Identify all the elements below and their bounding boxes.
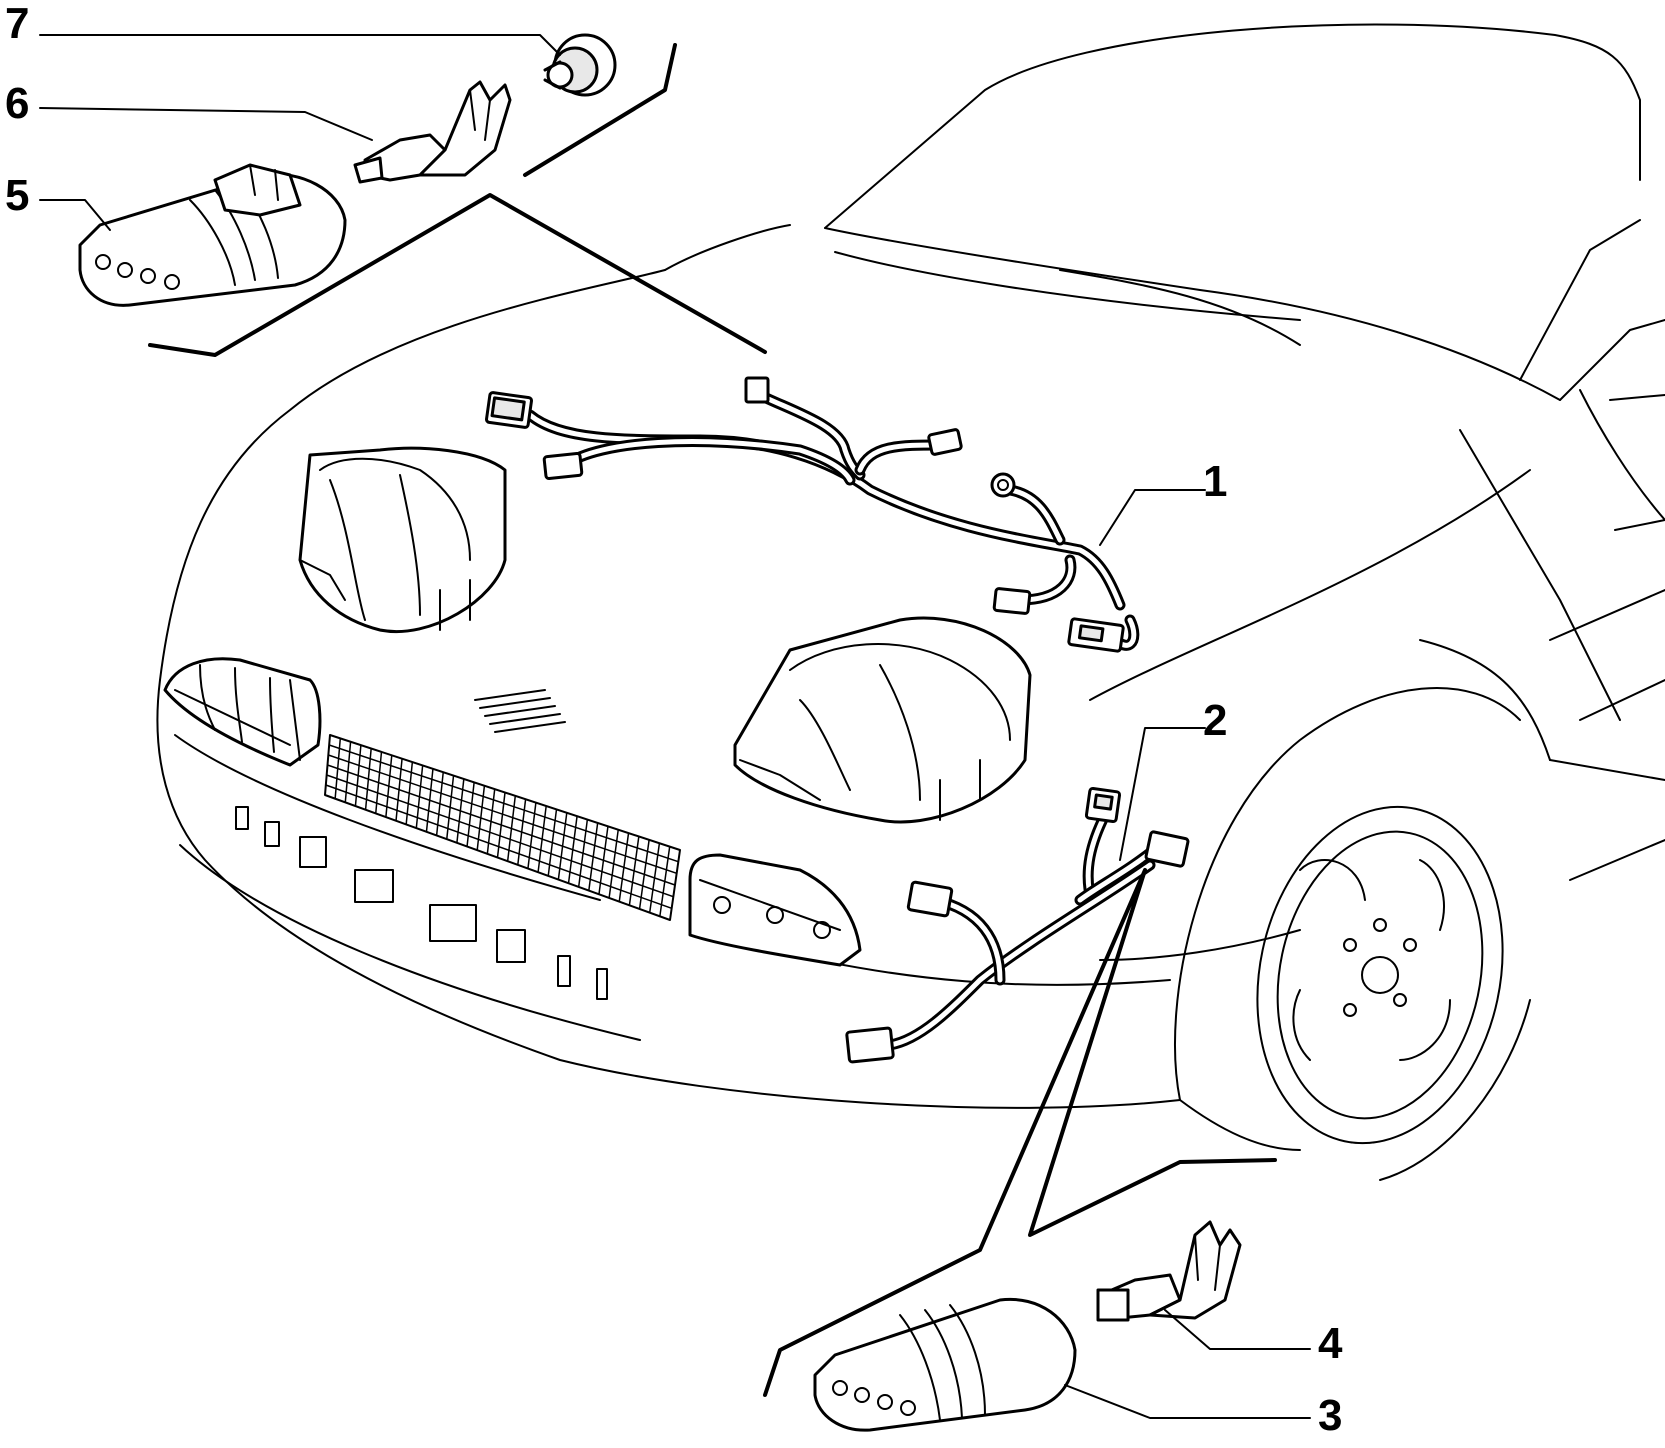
lamp-housing-right: [733, 616, 1032, 824]
callout-label-6: 6: [5, 79, 29, 128]
wiring-harness-1[interactable]: [485, 376, 1140, 653]
callout-labels: 7 6 5 1 2 4 3: [5, 0, 1343, 1440]
leader-lines: [39, 34, 1311, 1419]
connector-housing-part-5[interactable]: [78, 163, 347, 307]
callout-label-5: 5: [5, 171, 29, 220]
leader-line-1: [1099, 489, 1206, 546]
grille-bar: [327, 764, 676, 886]
leader-line-7: [39, 34, 561, 56]
callout-label-2: 2: [1203, 696, 1227, 745]
terminal-part-4[interactable]: [1096, 1220, 1242, 1322]
leader-line-3: [1064, 1384, 1311, 1419]
grille-bar: [326, 774, 674, 898]
leader-line-5: [39, 199, 111, 231]
grille-mesh: [325, 738, 679, 917]
terminal-part-6[interactable]: [353, 80, 512, 184]
leader-line-4: [1164, 1309, 1311, 1350]
grille-bar: [325, 784, 672, 910]
callout-label-1: 1: [1203, 457, 1227, 506]
callout-label-4: 4: [1318, 1319, 1343, 1368]
leader-line-2: [1119, 727, 1206, 861]
grille-bar: [328, 754, 677, 875]
callout-label-3: 3: [1318, 1391, 1342, 1440]
detail-callout-lines: [148, 43, 1277, 1397]
car-body: [156, 23, 1665, 1181]
bumper-slots: [235, 806, 608, 1000]
leader-line-6: [39, 107, 373, 141]
wiring-harness-2[interactable]: [845, 786, 1190, 1064]
connector-housing-part-3[interactable]: [813, 1297, 1077, 1432]
grille-bar: [328, 744, 679, 863]
grommet-part-7[interactable]: [543, 33, 617, 97]
lamp-housing-left: [298, 446, 507, 633]
callout-label-7: 7: [5, 0, 29, 48]
